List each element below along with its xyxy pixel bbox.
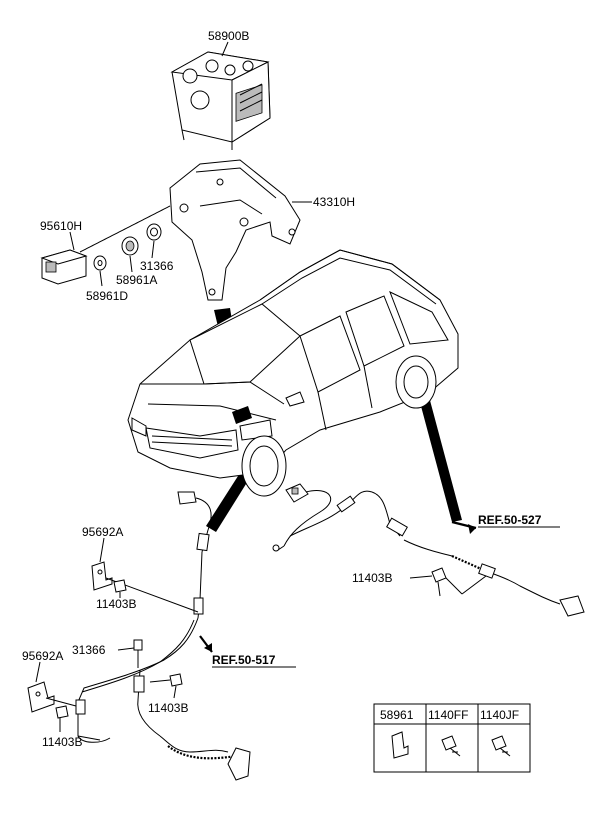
label-bushing: 58961A bbox=[116, 273, 157, 287]
minivan-illustration bbox=[127, 249, 459, 497]
ref-front-label: REF.50-517 bbox=[212, 653, 276, 667]
clip-upper-95692a bbox=[91, 561, 113, 591]
ref-rear-label: REF.50-527 bbox=[478, 513, 542, 527]
g-sensor bbox=[40, 249, 88, 285]
bolt-icon bbox=[441, 735, 461, 757]
label-bolt-rear: 11403B bbox=[352, 571, 392, 585]
leader-wedge-rear bbox=[414, 378, 462, 522]
label-bolt-upper: 11403B bbox=[96, 597, 136, 611]
table-header-1: 58961 bbox=[380, 708, 414, 722]
label-bolt-lower-mid: 11403B bbox=[148, 701, 188, 715]
label-grommet: 31366 bbox=[140, 259, 174, 273]
label-clip-upper: 95692A bbox=[82, 525, 123, 539]
bolt-lower-mid-11403b bbox=[169, 673, 183, 699]
clip-lower-95692a bbox=[27, 681, 55, 713]
label-hecu: 58900B bbox=[208, 29, 249, 43]
label-g-sensor: 95610H bbox=[40, 219, 82, 233]
grommet-31366 bbox=[146, 223, 162, 241]
abs-bracket bbox=[169, 159, 301, 301]
label-bracket: 43310H bbox=[313, 195, 355, 209]
fastener-table: 58961 1140FF 1140JF bbox=[373, 703, 531, 773]
clip-icon bbox=[391, 731, 409, 759]
front-wheel-sensor-harness bbox=[75, 491, 251, 781]
hecu-module bbox=[170, 51, 271, 150]
bolt-icon bbox=[491, 735, 511, 757]
bolt-lower-left-11403b bbox=[55, 705, 69, 719]
label-collar: 58961D bbox=[86, 289, 128, 303]
label-grommet-lower: 31366 bbox=[72, 643, 106, 657]
bushing-58961a bbox=[121, 236, 139, 256]
label-bolt-lower-left: 11403B bbox=[42, 735, 82, 749]
collar-58961d bbox=[93, 255, 107, 271]
table-header-2: 1140FF bbox=[428, 708, 468, 722]
table-header-3: 1140JF bbox=[480, 708, 519, 722]
rear-wheel-sensor-harness bbox=[272, 483, 585, 617]
grommet-lower-31366 bbox=[133, 639, 143, 668]
bolt-rear-11403b bbox=[431, 567, 447, 597]
label-clip-lower: 95692A bbox=[22, 649, 63, 663]
bolt-upper-11403b bbox=[113, 579, 127, 598]
